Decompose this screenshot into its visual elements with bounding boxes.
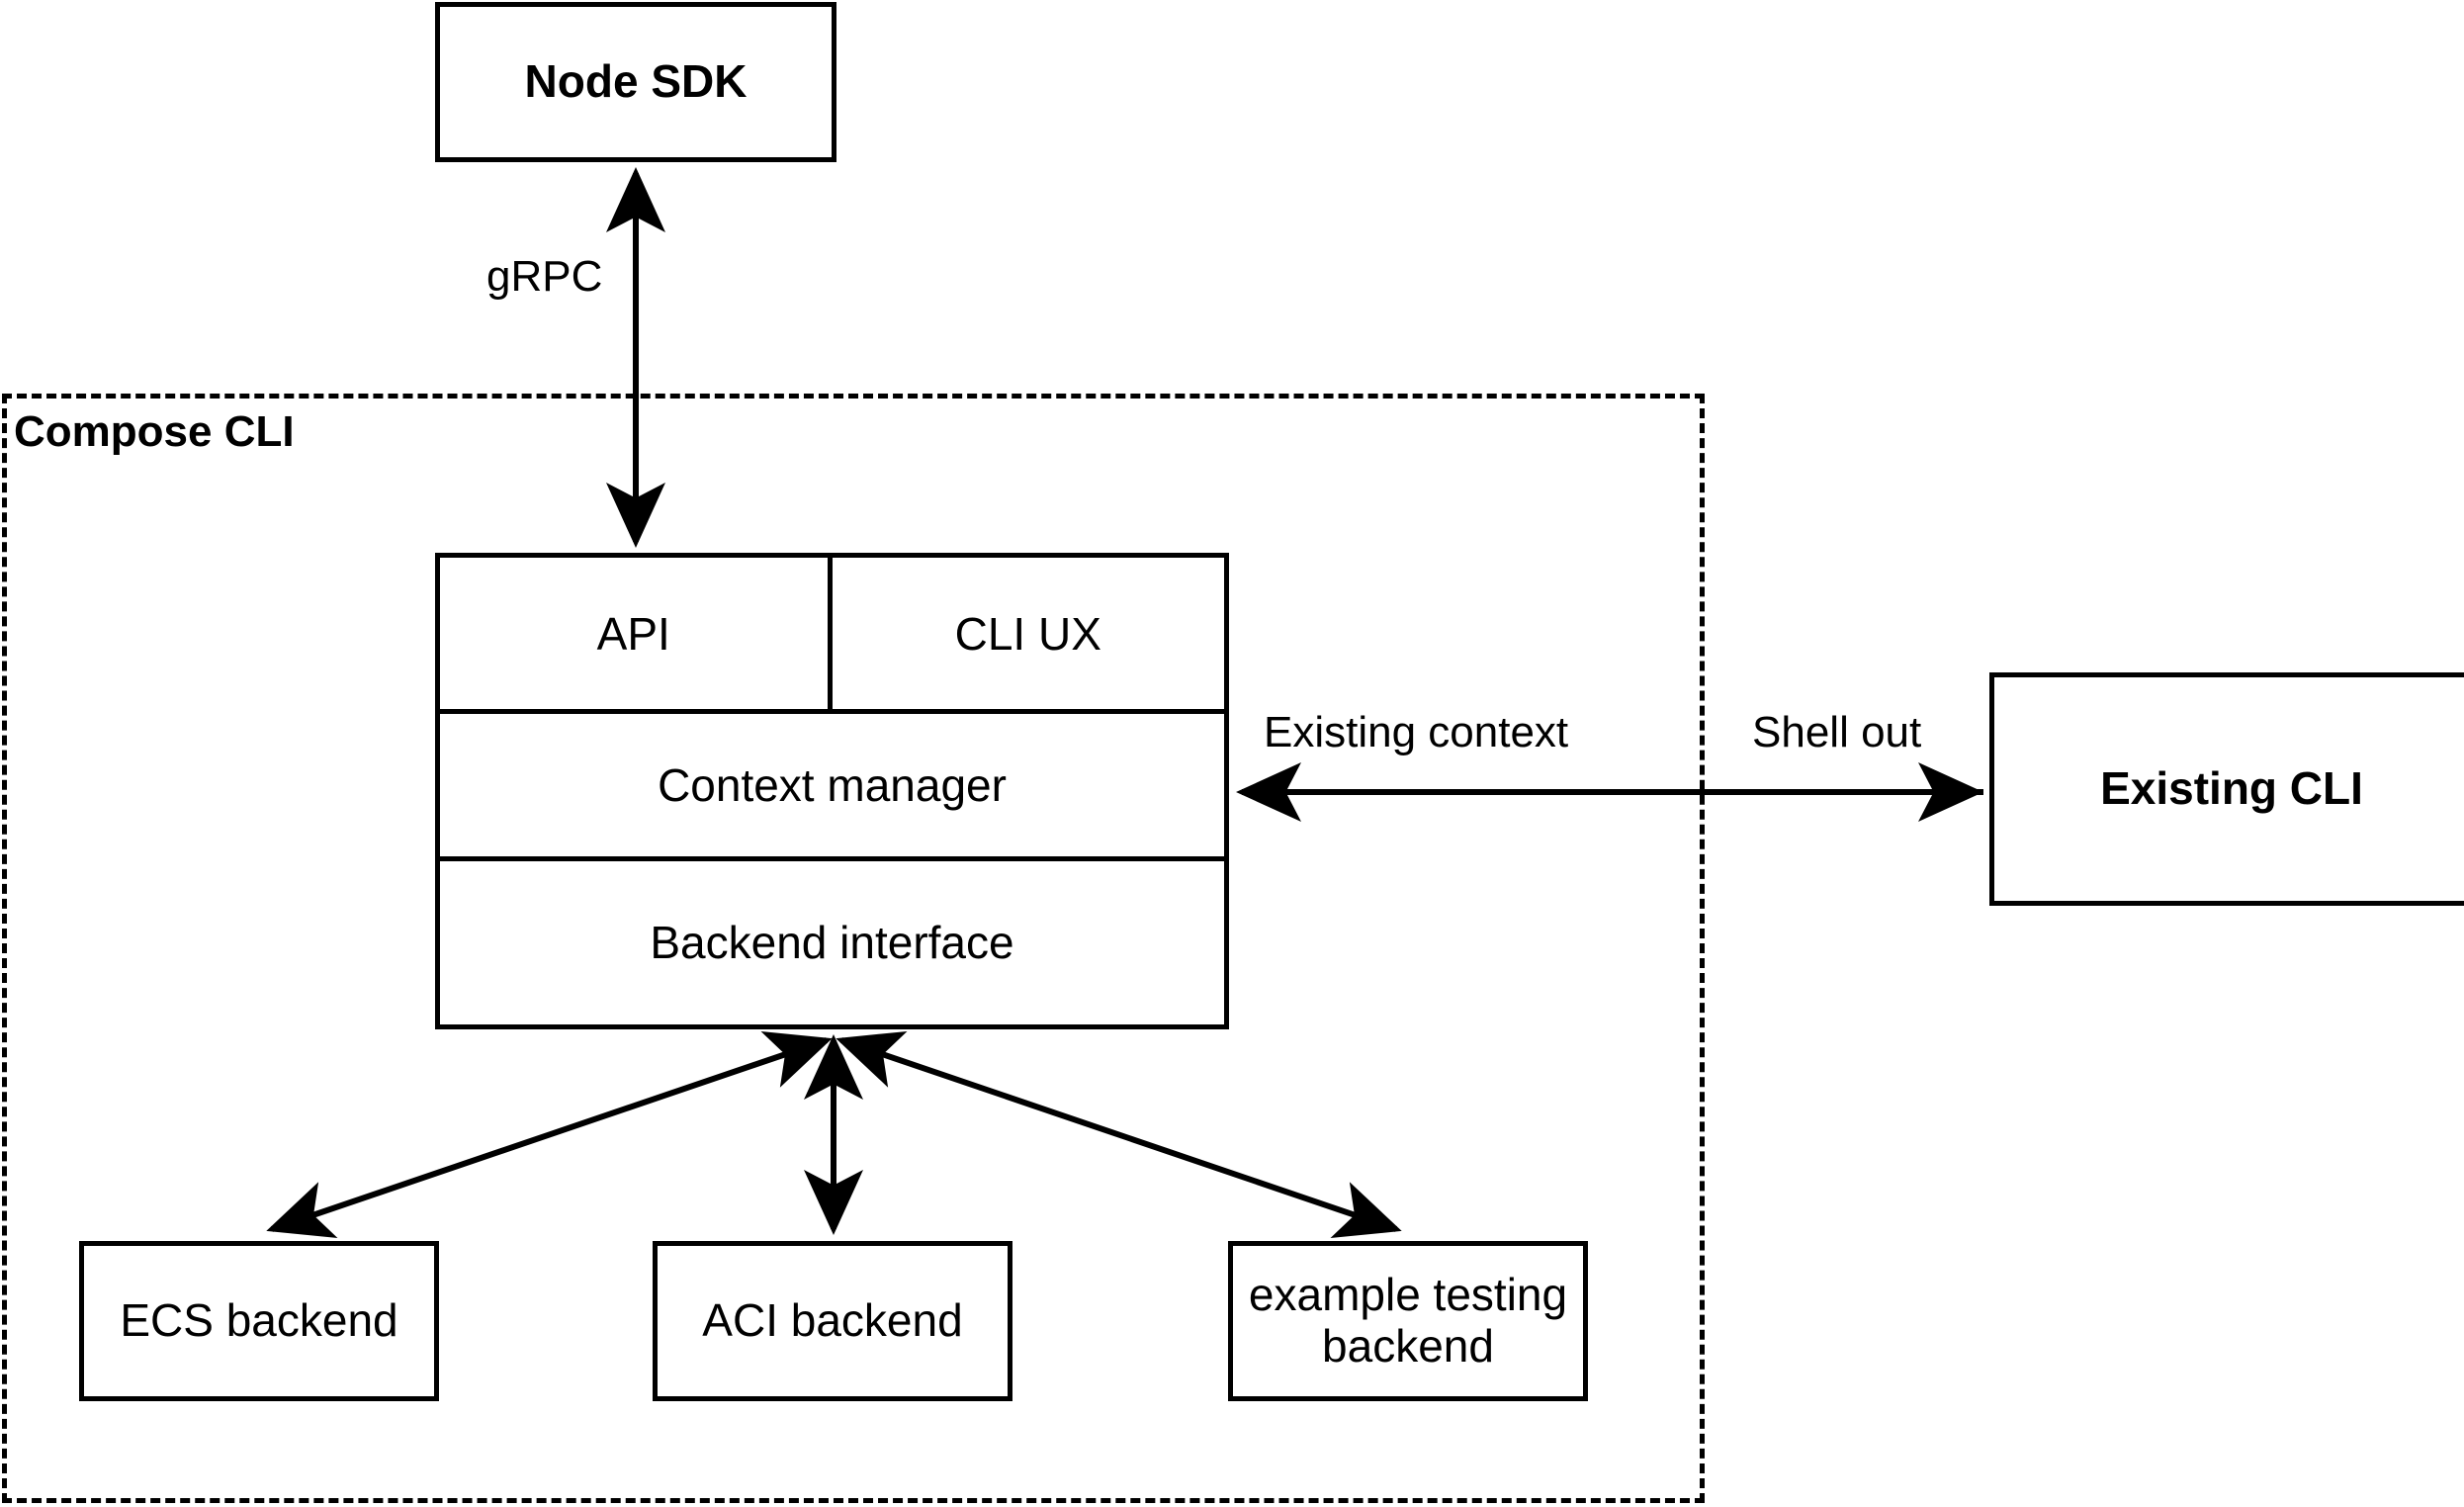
compose-cli-core-stack: API CLI UX Context manager Backend inter… [435,553,1229,1029]
compose-cli-group [2,394,1705,1503]
example-testing-backend-label: example testing backend [1248,1269,1568,1372]
cli-ux-label: CLI UX [954,607,1101,660]
backend-interface-label: Backend interface [650,917,1014,969]
existing-cli-label: Existing CLI [2100,762,2363,815]
context-manager-cell[interactable]: Context manager [440,714,1224,861]
api-label: API [596,607,670,660]
example-testing-backend-box[interactable]: example testing backend [1228,1241,1588,1401]
ecs-backend-box[interactable]: ECS backend [79,1241,439,1401]
edge-label-grpc: gRPC [486,252,603,301]
context-manager-label: Context manager [658,759,1007,812]
compose-cli-group-label: Compose CLI [14,407,295,456]
api-cell[interactable]: API [440,558,833,710]
aci-backend-label: ACI backend [702,1294,963,1347]
existing-cli-box[interactable]: Existing CLI [1989,672,2464,906]
aci-backend-box[interactable]: ACI backend [653,1241,1012,1401]
ecs-backend-label: ECS backend [120,1294,398,1347]
node-sdk-label: Node SDK [524,55,748,108]
edge-label-shell-out: Shell out [1752,708,1922,756]
edge-label-existing-context: Existing context [1264,708,1569,756]
core-row-api-cliux: API CLI UX [440,558,1225,715]
node-sdk-box[interactable]: Node SDK [435,2,836,162]
cli-ux-cell[interactable]: CLI UX [833,558,1225,709]
backend-interface-cell[interactable]: Backend interface [440,861,1224,1024]
